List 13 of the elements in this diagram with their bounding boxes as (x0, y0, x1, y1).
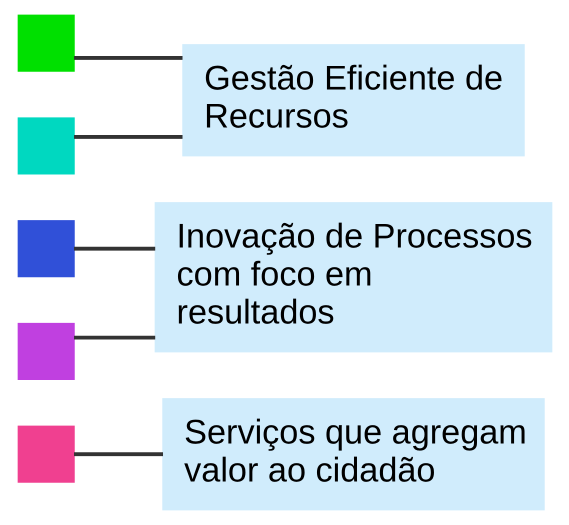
connector (74, 56, 182, 60)
connector (74, 246, 155, 251)
connector (74, 452, 163, 456)
node-box: Inovação de Processos com foco em resultados (154, 202, 552, 352)
node-box: Serviços que agregam valor ao cidadão (162, 398, 544, 510)
node-box (17, 220, 74, 278)
node-box (17, 426, 74, 483)
node-box (17, 322, 74, 380)
connector (74, 336, 155, 340)
connector (74, 135, 182, 139)
node-box (17, 14, 74, 72)
node-box: Gestão Eficiente de Recursos (182, 44, 524, 156)
node-box (17, 117, 74, 174)
